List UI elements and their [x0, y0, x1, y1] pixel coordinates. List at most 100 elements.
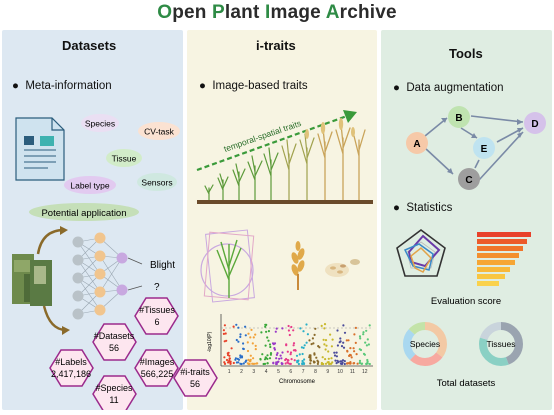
manhattan-point [341, 361, 344, 364]
title-letter-a: A [325, 2, 340, 23]
manhattan-point [266, 354, 269, 357]
manhattan-point [237, 326, 240, 329]
node-c [458, 168, 480, 190]
manhattan-point [333, 351, 336, 354]
manhattan-point [249, 354, 252, 357]
manhattan-point [222, 332, 225, 335]
manhattan-point [302, 362, 305, 365]
manhattan-point [223, 361, 226, 364]
manhattan-point [280, 357, 283, 360]
datasets-hex-label: #Datasets [94, 331, 135, 341]
manhattan-point [320, 362, 323, 366]
manhattan-point [246, 341, 249, 344]
radar-chart-icon [396, 229, 446, 277]
title-word-mage: mage [270, 2, 326, 23]
manhattan-point [225, 358, 229, 362]
meta-information-label: Meta-information [25, 80, 112, 92]
blight-label: Blight [150, 260, 175, 271]
manhattan-point [335, 351, 338, 354]
manhattan-point [275, 353, 278, 356]
manhattan-point [253, 362, 256, 365]
manhattan-point [264, 323, 267, 326]
manhattan-point [223, 340, 226, 343]
manhattan-point [278, 357, 281, 360]
tissue-tag-text: Tissue [112, 154, 137, 164]
manhattan-point [279, 354, 282, 357]
title-letter-p: P [212, 2, 225, 23]
manhattan-point [227, 361, 230, 364]
sensors-tag [137, 173, 177, 191]
manhattan-point [240, 362, 243, 366]
chromosome-tick-label: 5 [277, 369, 280, 375]
itraits-hex-label: #i-traits [180, 367, 210, 377]
manhattan-point [308, 356, 311, 359]
itraits-hex-value: 56 [190, 379, 200, 389]
manhattan-point [289, 351, 293, 354]
manhattan-point [242, 362, 245, 365]
species-tag-text: Species [85, 119, 115, 129]
manhattan-point [284, 362, 287, 365]
manhattan-point [336, 359, 339, 362]
manhattan-point [251, 362, 254, 365]
manhattan-point [269, 345, 272, 349]
manhattan-point [349, 354, 352, 357]
manhattan-point [254, 344, 257, 347]
manhattan-point [345, 339, 348, 342]
manhattan-point [259, 357, 262, 361]
manhattan-point [281, 351, 284, 354]
manhattan-point [327, 357, 330, 360]
manhattan-point [269, 352, 273, 355]
manhattan-point [228, 359, 231, 362]
manhattan-point [317, 345, 320, 348]
manhattan-point [239, 354, 242, 357]
manhattan-point [228, 357, 231, 360]
manhattan-point [324, 362, 328, 365]
manhattan-point [232, 325, 235, 328]
manhattan-point [280, 362, 284, 366]
manhattan-point [320, 324, 323, 327]
species-tag [81, 114, 119, 132]
manhattan-point [365, 362, 368, 366]
manhattan-point [339, 340, 342, 343]
evaluation-score-label: Evaluation score [431, 296, 501, 307]
manhattan-point [325, 344, 328, 347]
manhattan-point [287, 329, 290, 332]
labels-hex-label: #Labels [55, 357, 87, 367]
chromosome-tick-label: 7 [302, 369, 305, 375]
manhattan-point [324, 348, 327, 351]
manhattan-point [239, 333, 242, 336]
total-datasets-label: Total datasets [437, 378, 496, 389]
manhattan-point [244, 325, 247, 328]
datasets-hex-value: 56 [109, 343, 119, 353]
manhattan-point [290, 358, 293, 361]
manhattan-point [292, 342, 296, 345]
manhattan-point [343, 362, 346, 366]
manhattan-point [229, 362, 232, 365]
manhattan-point [353, 350, 356, 353]
stat-hexagons: #Tissues 6 #Datasets 56 #Images 566,225 … [49, 297, 179, 410]
images-hex-label: #Images [140, 357, 175, 367]
title-letter-i: I [264, 2, 271, 23]
manhattan-point [308, 339, 311, 342]
manhattan-point [365, 329, 368, 332]
manhattan-point [330, 345, 333, 348]
manhattan-point [302, 330, 305, 333]
manhattan-point [346, 362, 349, 365]
augmentation-graph-nodes: A B C D E [406, 106, 546, 190]
manhattan-point [313, 333, 316, 336]
manhattan-point [347, 339, 350, 342]
manhattan-point [299, 327, 302, 330]
chromosome-tick-label: 9 [326, 369, 329, 375]
manhattan-point [226, 352, 229, 355]
manhattan-point [335, 362, 338, 365]
images-hex-value: 566,225 [141, 369, 174, 379]
manhattan-point [298, 353, 301, 356]
manhattan-point [339, 360, 342, 363]
manhattan-point [303, 358, 306, 361]
manhattan-point [234, 358, 237, 361]
manhattan-point [223, 362, 227, 365]
manhattan-point [264, 344, 267, 347]
manhattan-point [362, 333, 365, 336]
manhattan-point [343, 360, 346, 363]
